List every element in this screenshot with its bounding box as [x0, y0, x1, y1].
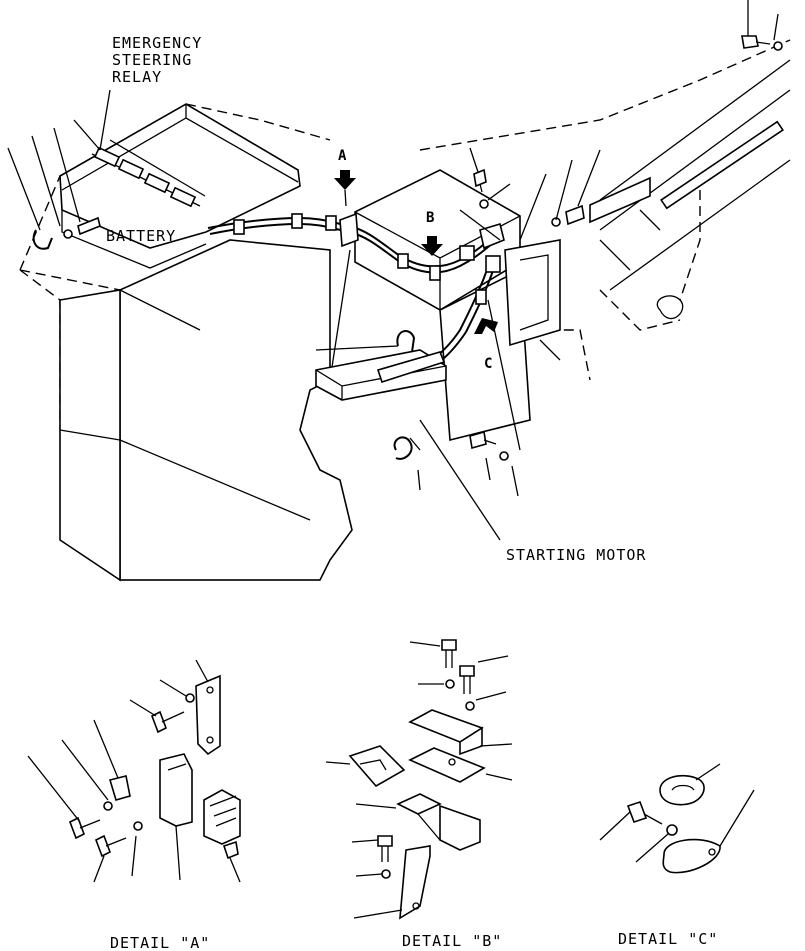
starter-bracket [315, 349, 447, 401]
view-arrow-c [474, 318, 498, 334]
chassis-right [504, 59, 791, 347]
main-assembly: EMERGENCY STEERING RELAY BATTERY STARTIN… [7, 0, 791, 582]
label-view-b: B [426, 210, 434, 226]
detail-c: DETAIL "C" [599, 763, 755, 948]
detail-a: DETAIL "A" [27, 659, 241, 951]
clamp-mid [396, 330, 416, 353]
view-arrow-a [334, 170, 356, 207]
label-detail-b: DETAIL "B" [402, 932, 502, 950]
label-emergency-steering-relay-2: STEERING [112, 51, 192, 69]
label-view-c: C [484, 356, 492, 372]
battery-box [59, 103, 301, 269]
label-emergency-steering-relay-3: RELAY [112, 68, 162, 86]
clamp-lower [393, 436, 413, 460]
clamp-left [32, 229, 53, 250]
view-arrow-b [421, 236, 443, 256]
label-detail-a: DETAIL "A" [110, 934, 210, 951]
label-detail-c: DETAIL "C" [618, 930, 718, 948]
leader-lines-main [7, 0, 779, 541]
frame-block [59, 239, 353, 582]
label-battery: BATTERY [106, 227, 176, 245]
label-view-a: A [338, 148, 347, 164]
detail-b: DETAIL "B" [325, 639, 513, 950]
label-emergency-steering-relay-1: EMERGENCY [112, 34, 202, 52]
label-starting-motor: STARTING MOTOR [506, 546, 646, 564]
bolt-group [63, 35, 783, 461]
